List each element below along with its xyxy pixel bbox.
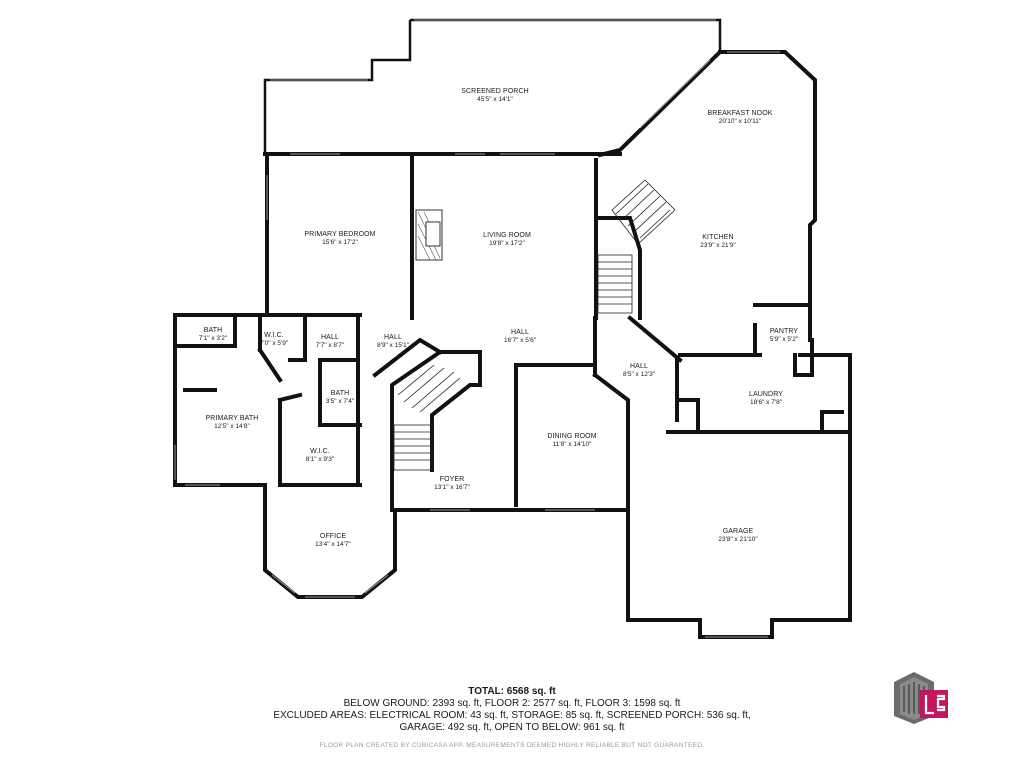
ls-logo-icon bbox=[894, 672, 948, 724]
room-office: OFFICE 13'4" x 14'7" bbox=[315, 533, 351, 548]
svg-text:16'7" x 5'6": 16'7" x 5'6" bbox=[504, 337, 537, 344]
room-kitchen: KITCHEN 23'9" x 21'9" bbox=[700, 234, 736, 249]
area-breakdown-line3: GARAGE: 492 sq. ft, OPEN TO BELOW: 961 s… bbox=[399, 722, 625, 733]
svg-text:W.I.C.: W.I.C. bbox=[310, 448, 330, 455]
lower-walls bbox=[390, 358, 630, 512]
svg-text:23'9" x 21'9": 23'9" x 21'9" bbox=[700, 242, 736, 249]
room-bath-small: BATH 7'1" x 3'2" bbox=[199, 327, 228, 342]
svg-text:OFFICE: OFFICE bbox=[320, 533, 346, 540]
room-hall-d: HALL 8'5" x 12'3" bbox=[623, 363, 656, 378]
total-area: TOTAL: 6568 sq. ft bbox=[468, 686, 556, 697]
svg-text:GARAGE: GARAGE bbox=[723, 528, 754, 535]
room-primary-bath: PRIMARY BATH 12'5" x 14'8" bbox=[206, 415, 259, 430]
svg-text:18'6" x 7'8": 18'6" x 7'8" bbox=[750, 399, 783, 406]
area-breakdown-line2: EXCLUDED AREAS: ELECTRICAL ROOM: 43 sq. … bbox=[273, 710, 751, 721]
kitchen-stairs bbox=[597, 179, 676, 320]
room-foyer: FOYER 13'1" x 16'7" bbox=[434, 476, 470, 491]
svg-text:LIVING ROOM: LIVING ROOM bbox=[483, 232, 531, 239]
room-hall-b: HALL 8'9" x 15'1" bbox=[377, 334, 410, 349]
svg-text:HALL: HALL bbox=[630, 363, 648, 370]
svg-text:8'1" x 9'3": 8'1" x 9'3" bbox=[306, 456, 335, 463]
svg-text:PRIMARY BATH: PRIMARY BATH bbox=[206, 415, 259, 422]
svg-text:SCREENED PORCH: SCREENED PORCH bbox=[461, 88, 529, 95]
room-hall-c: HALL 16'7" x 5'6" bbox=[504, 329, 537, 344]
middle-walls bbox=[173, 303, 852, 602]
svg-text:5'9" x 5'2": 5'9" x 5'2" bbox=[770, 336, 799, 343]
svg-text:19'8" x 17'2": 19'8" x 17'2" bbox=[489, 240, 525, 247]
svg-text:KITCHEN: KITCHEN bbox=[702, 234, 733, 241]
svg-text:PANTRY: PANTRY bbox=[770, 328, 799, 335]
room-garage: GARAGE 23'8" x 21'10" bbox=[718, 528, 758, 543]
svg-text:BREAKFAST NOOK: BREAKFAST NOOK bbox=[707, 110, 772, 117]
fireplace-icon bbox=[415, 209, 443, 261]
garage-walls bbox=[626, 430, 852, 639]
svg-text:BATH: BATH bbox=[331, 390, 350, 397]
svg-text:13'4" x 14'7": 13'4" x 14'7" bbox=[315, 541, 351, 548]
room-living-room: LIVING ROOM 19'8" x 17'2" bbox=[483, 232, 531, 247]
room-bath-mid: BATH 3'5" x 7'4" bbox=[326, 390, 355, 405]
svg-text:HALL: HALL bbox=[321, 334, 339, 341]
room-dining-room: DINING ROOM 11'8" x 14'10" bbox=[547, 433, 596, 448]
svg-text:20'10" x 10'11": 20'10" x 10'11" bbox=[719, 118, 762, 125]
svg-text:7'7" x 8'7": 7'7" x 8'7" bbox=[316, 342, 345, 349]
room-wic-bottom: W.I.C. 8'1" x 9'3" bbox=[306, 448, 335, 463]
upper-walls bbox=[263, 152, 622, 320]
svg-text:W.I.C.: W.I.C. bbox=[264, 332, 284, 339]
svg-text:23'8" x 21'10": 23'8" x 21'10" bbox=[718, 536, 758, 543]
svg-text:7'0" x 5'9": 7'0" x 5'9" bbox=[260, 340, 289, 347]
svg-text:PRIMARY BEDROOM: PRIMARY BEDROOM bbox=[304, 231, 375, 238]
svg-text:FOYER: FOYER bbox=[440, 476, 465, 483]
svg-text:3'5" x 7'4": 3'5" x 7'4" bbox=[326, 398, 355, 405]
svg-text:45'5" x 14'1": 45'5" x 14'1" bbox=[477, 96, 513, 103]
foyer-stairs bbox=[372, 337, 482, 472]
svg-text:12'5" x 14'8": 12'5" x 14'8" bbox=[214, 423, 250, 430]
svg-text:7'1" x 3'2": 7'1" x 3'2" bbox=[199, 335, 228, 342]
room-laundry: LAUNDRY 18'6" x 7'8" bbox=[749, 391, 783, 406]
screened-porch-walls bbox=[263, 18, 722, 154]
svg-text:8'5" x 12'3": 8'5" x 12'3" bbox=[623, 371, 656, 378]
svg-text:13'1" x 16'7": 13'1" x 16'7" bbox=[434, 484, 470, 491]
room-pantry: PANTRY 5'9" x 5'2" bbox=[770, 328, 799, 343]
svg-text:DINING ROOM: DINING ROOM bbox=[547, 433, 596, 440]
disclaimer: FLOOR PLAN CREATED BY CUBICASA APP. MEAS… bbox=[319, 742, 705, 749]
svg-text:8'9" x 15'1": 8'9" x 15'1" bbox=[377, 342, 410, 349]
office-walls bbox=[263, 483, 397, 599]
svg-text:HALL: HALL bbox=[511, 329, 529, 336]
svg-text:15'6" x 17'2": 15'6" x 17'2" bbox=[322, 239, 358, 246]
svg-text:11'8" x 14'10": 11'8" x 14'10" bbox=[553, 441, 592, 448]
room-primary-bedroom: PRIMARY BEDROOM 15'6" x 17'2" bbox=[304, 231, 375, 246]
area-breakdown-line1: BELOW GROUND: 2393 sq. ft, FLOOR 2: 2577… bbox=[343, 698, 681, 709]
svg-text:BATH: BATH bbox=[204, 327, 223, 334]
room-screened-porch: SCREENED PORCH 45'5" x 14'1" bbox=[461, 88, 529, 103]
room-wic-top: W.I.C. 7'0" x 5'9" bbox=[260, 332, 289, 347]
room-hall-a: HALL 7'7" x 8'7" bbox=[316, 334, 345, 349]
room-breakfast-nook: BREAKFAST NOOK 20'10" x 10'11" bbox=[707, 110, 772, 125]
svg-text:LAUNDRY: LAUNDRY bbox=[749, 391, 783, 398]
svg-text:HALL: HALL bbox=[384, 334, 402, 341]
